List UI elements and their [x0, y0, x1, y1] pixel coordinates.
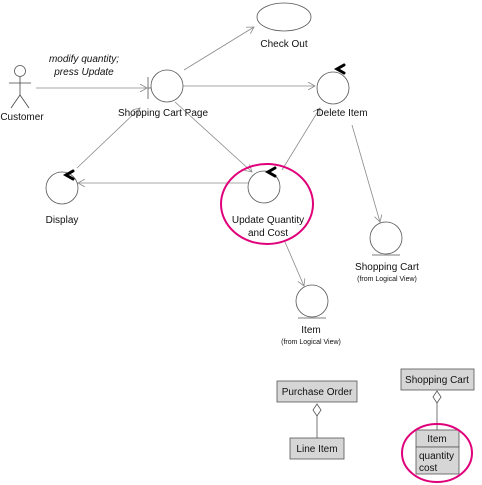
shopping-cart-entity-sublabel: (from Logical View) [357, 276, 417, 283]
shopping-cart-class-box [400, 368, 475, 391]
delete-item-label: Delete Item [316, 108, 367, 119]
message-label-line2: press Update [53, 67, 114, 78]
update-quantity-control: Update Quantity and Cost [220, 163, 314, 245]
item-entity-circle [295, 284, 329, 318]
message-label-line1: modify quantity; [49, 54, 119, 65]
item-class-attributes [415, 446, 460, 475]
update-quantity-label-line1: Update Quantity [232, 215, 304, 226]
link-update-to-delete [281, 108, 320, 171]
shopping-cart-page-label: Shopping Cart Page [118, 108, 209, 119]
link-display-to-cart-page [76, 108, 140, 169]
display-label: Display [46, 215, 79, 226]
item-entity-sublabel: (from Logical View) [281, 339, 341, 346]
shopping-cart-page-boundary: Shopping Cart Page [118, 69, 209, 119]
shopping-cart-entity: Shopping Cart (from Logical View) [355, 221, 419, 283]
purchase-order-class-diagram: Purchase Order Line Item [276, 380, 358, 460]
customer-actor: Customer [0, 65, 44, 123]
checkout-label: Check Out [260, 39, 307, 50]
display-circle [45, 171, 79, 205]
item-entity: Item (from Logical View) [281, 284, 341, 346]
link-cart-page-to-checkout [183, 27, 254, 71]
link-delete-to-shopping-cart [351, 124, 380, 222]
link-update-to-item [284, 241, 304, 286]
shopping-cart-class-label: Shopping Cart [405, 375, 469, 386]
highlight-ring [401, 423, 473, 483]
delete-item-control: Delete Item [316, 63, 368, 119]
item-entity-label: Item [301, 325, 320, 336]
aggregation-diamond-icon [432, 390, 442, 404]
control-arrow-icon [264, 166, 277, 178]
highlight-ring [220, 163, 314, 245]
actor-head [14, 65, 26, 77]
shopping-cart-entity-circle [369, 221, 403, 255]
line-item-label: Line Item [296, 444, 337, 455]
item-class-label: Item [427, 434, 446, 445]
display-control: Display [45, 169, 79, 226]
item-attribute-cost: cost [419, 463, 438, 474]
cart-page-circle [150, 69, 184, 103]
checkout-usecase: Check Out [256, 2, 312, 50]
checkout-ellipse [256, 2, 312, 32]
line-item-class-box [289, 437, 345, 460]
control-arrow-icon [62, 169, 75, 181]
link-cart-page-to-update [174, 101, 252, 172]
delete-item-circle [316, 71, 350, 105]
control-arrow-icon [333, 63, 346, 75]
aggregation-diamond-icon [312, 403, 322, 417]
purchase-order-class-box [276, 380, 358, 403]
connection-lines [36, 27, 380, 286]
shopping-cart-entity-label: Shopping Cart [355, 262, 419, 273]
update-quantity-circle [247, 170, 281, 204]
shopping-cart-class-diagram: Shopping Cart Item quantity cost [400, 368, 475, 483]
purchase-order-label: Purchase Order [282, 387, 353, 398]
update-quantity-label-line2: and Cost [248, 228, 288, 239]
customer-label: Customer [0, 112, 44, 123]
item-attribute-quantity: quantity [419, 451, 454, 462]
